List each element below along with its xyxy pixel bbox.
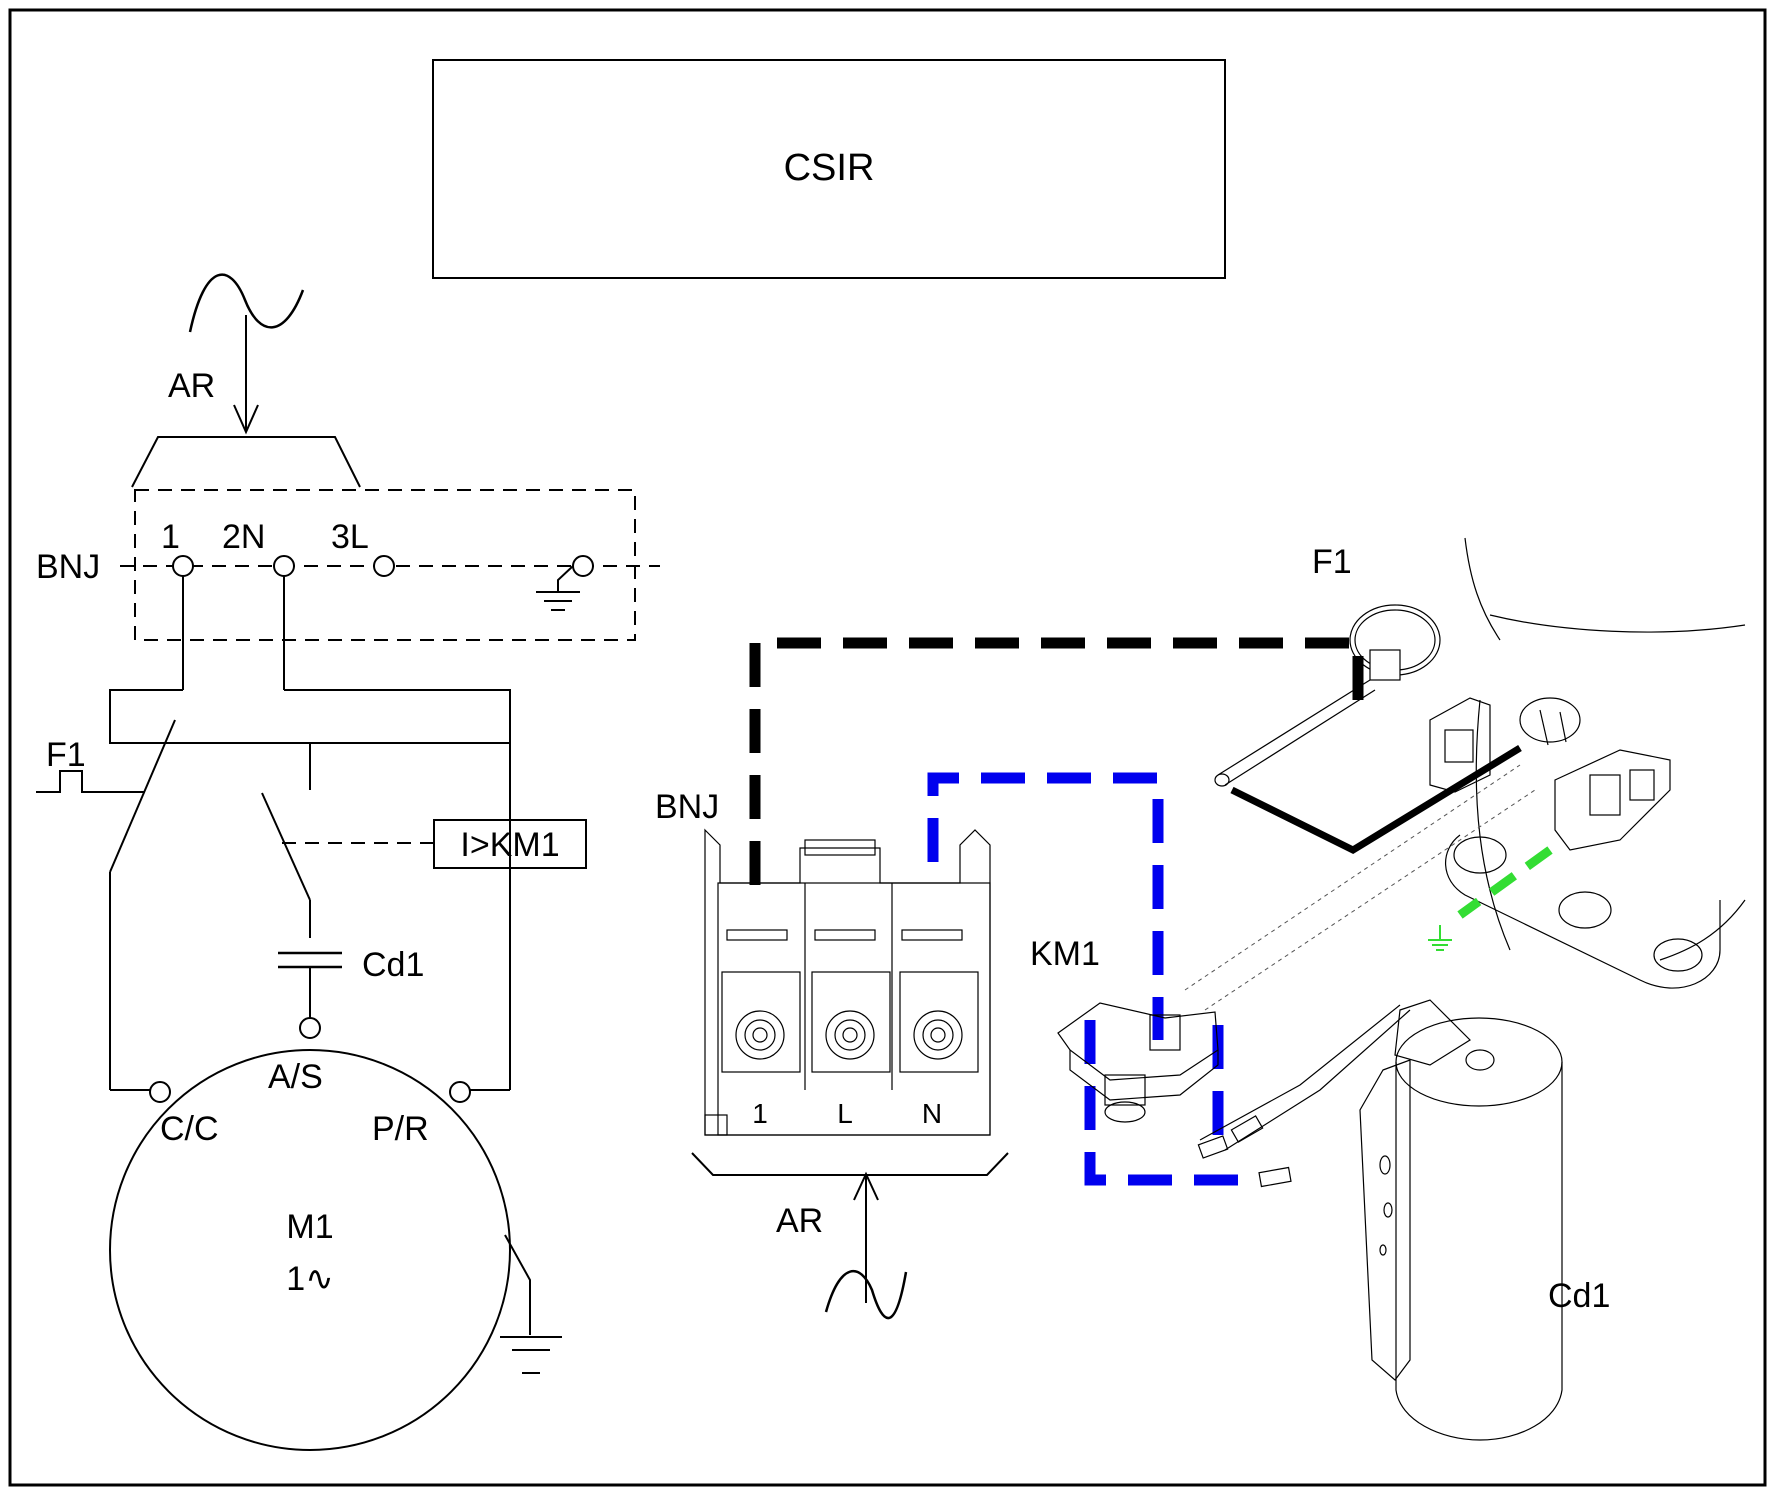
start-capacitor — [1359, 999, 1563, 1441]
bracket-plate — [1429, 697, 1491, 793]
screw-icon — [735, 1010, 963, 1060]
thermal-element-symbol — [36, 770, 145, 793]
wiring-bnj-label: BNJ — [655, 788, 719, 826]
wiring-pictorial: F1 BNJ — [655, 537, 1746, 1441]
motor-terminal-common — [149, 1081, 171, 1103]
terminal-1-label: 1 — [161, 518, 180, 556]
wiring-supply-label: AR — [776, 1202, 823, 1240]
relay-box — [433, 819, 587, 869]
overload-contact — [109, 719, 176, 873]
block-marking-l: L — [837, 1098, 853, 1129]
sine-wave-icon — [188, 273, 305, 333]
wire-green-earth — [1457, 846, 1553, 919]
block-brace — [691, 1152, 1009, 1176]
relay-contact — [261, 792, 311, 901]
terminal-2n-label: 2N — [222, 518, 265, 556]
relay-connector — [1554, 749, 1671, 851]
outer-frame — [8, 8, 1767, 1487]
schematic-cd1-label: Cd1 — [362, 946, 424, 984]
title-box: CSIR — [432, 59, 1226, 279]
wire-blue-dashed-upper — [927, 772, 1164, 1040]
schematic: AR BNJ 1 2N 3L F1 — [36, 273, 660, 1451]
wiring-km1-label: KM1 — [1030, 935, 1100, 973]
diagram-title: CSIR — [784, 147, 875, 189]
motor-name: M1 — [286, 1208, 333, 1246]
compressor-body — [1475, 699, 1511, 951]
terminal-earth — [572, 555, 594, 577]
wiring-cd1-label: Cd1 — [1548, 1277, 1610, 1315]
motor-run-label: P/R — [372, 1110, 429, 1148]
motor-circle — [109, 1049, 511, 1451]
block-marking-1: 1 — [752, 1098, 768, 1129]
motor-phase: 1∿ — [286, 1260, 333, 1298]
start-relay — [1057, 1002, 1219, 1123]
plug-symbol — [131, 436, 361, 488]
motor-ground-icon — [500, 1336, 562, 1374]
schematic-supply-label: AR — [168, 367, 215, 405]
terminal-3l-label: 3L — [331, 518, 369, 556]
wiring-f1-label: F1 — [1312, 543, 1352, 581]
wire-blue-dashed-lower — [1084, 1020, 1260, 1186]
terminal-2n — [273, 555, 295, 577]
terminal-block: 1 L N — [704, 828, 991, 1136]
motor-common-label: C/C — [160, 1110, 219, 1148]
terminal-1 — [172, 555, 194, 577]
ground-icon — [536, 565, 580, 611]
compressor-foot — [1445, 834, 1721, 989]
capacitor-symbol — [278, 951, 342, 1018]
motor-terminal-start — [299, 1017, 321, 1039]
motor-terminal-run — [449, 1081, 471, 1103]
block-marking-n: N — [922, 1098, 942, 1129]
motor-start-label: A/S — [268, 1058, 323, 1096]
wire-black-dashed — [749, 637, 1364, 885]
relay-label: I>KM1 — [460, 826, 559, 864]
wiring-sine-wave-icon — [824, 1269, 908, 1320]
schematic-bnj-label: BNJ — [36, 548, 100, 586]
overload-protector — [1214, 604, 1441, 787]
wire-black-solid — [1230, 745, 1522, 854]
terminal-3l — [373, 555, 395, 577]
schematic-f1-label: F1 — [46, 736, 86, 774]
green-ground-icon — [1428, 925, 1452, 951]
